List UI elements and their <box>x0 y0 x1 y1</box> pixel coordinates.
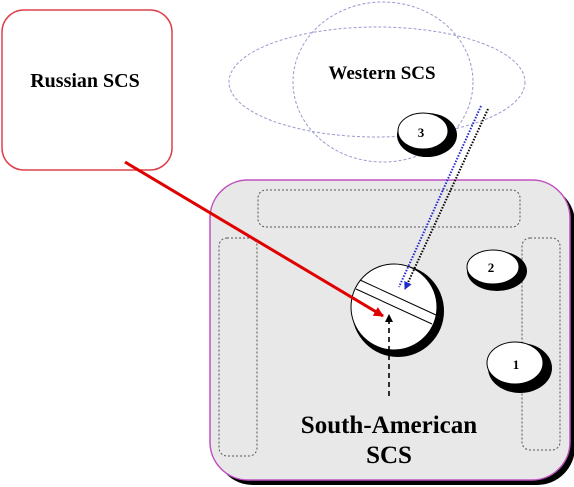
russian-label: Russian SCS <box>30 70 140 92</box>
marker-1-label: 1 <box>513 357 520 372</box>
marker-1 <box>486 341 544 385</box>
western-arrow-line-b <box>404 108 489 290</box>
russian-box <box>1 9 173 171</box>
western-label: Western SCS <box>328 63 435 84</box>
western-inner-ellipse <box>292 1 474 163</box>
south-american-label-line1: South-American <box>301 412 477 439</box>
marker-2 <box>466 249 520 285</box>
right-panel <box>521 237 561 451</box>
marker-2-label: 2 <box>488 260 495 275</box>
russian-arrow <box>124 160 384 318</box>
top-panel <box>257 189 521 228</box>
hub-stripe-1 <box>359 279 437 316</box>
western-arrow-line-a <box>398 105 482 288</box>
marker-3 <box>397 112 449 150</box>
marker-3-label: 3 <box>418 125 425 140</box>
south-american-label-line2: SCS <box>366 442 412 469</box>
hub-stripe-2 <box>355 288 433 325</box>
western-outer-ellipse <box>228 26 526 138</box>
left-panel <box>218 237 258 457</box>
